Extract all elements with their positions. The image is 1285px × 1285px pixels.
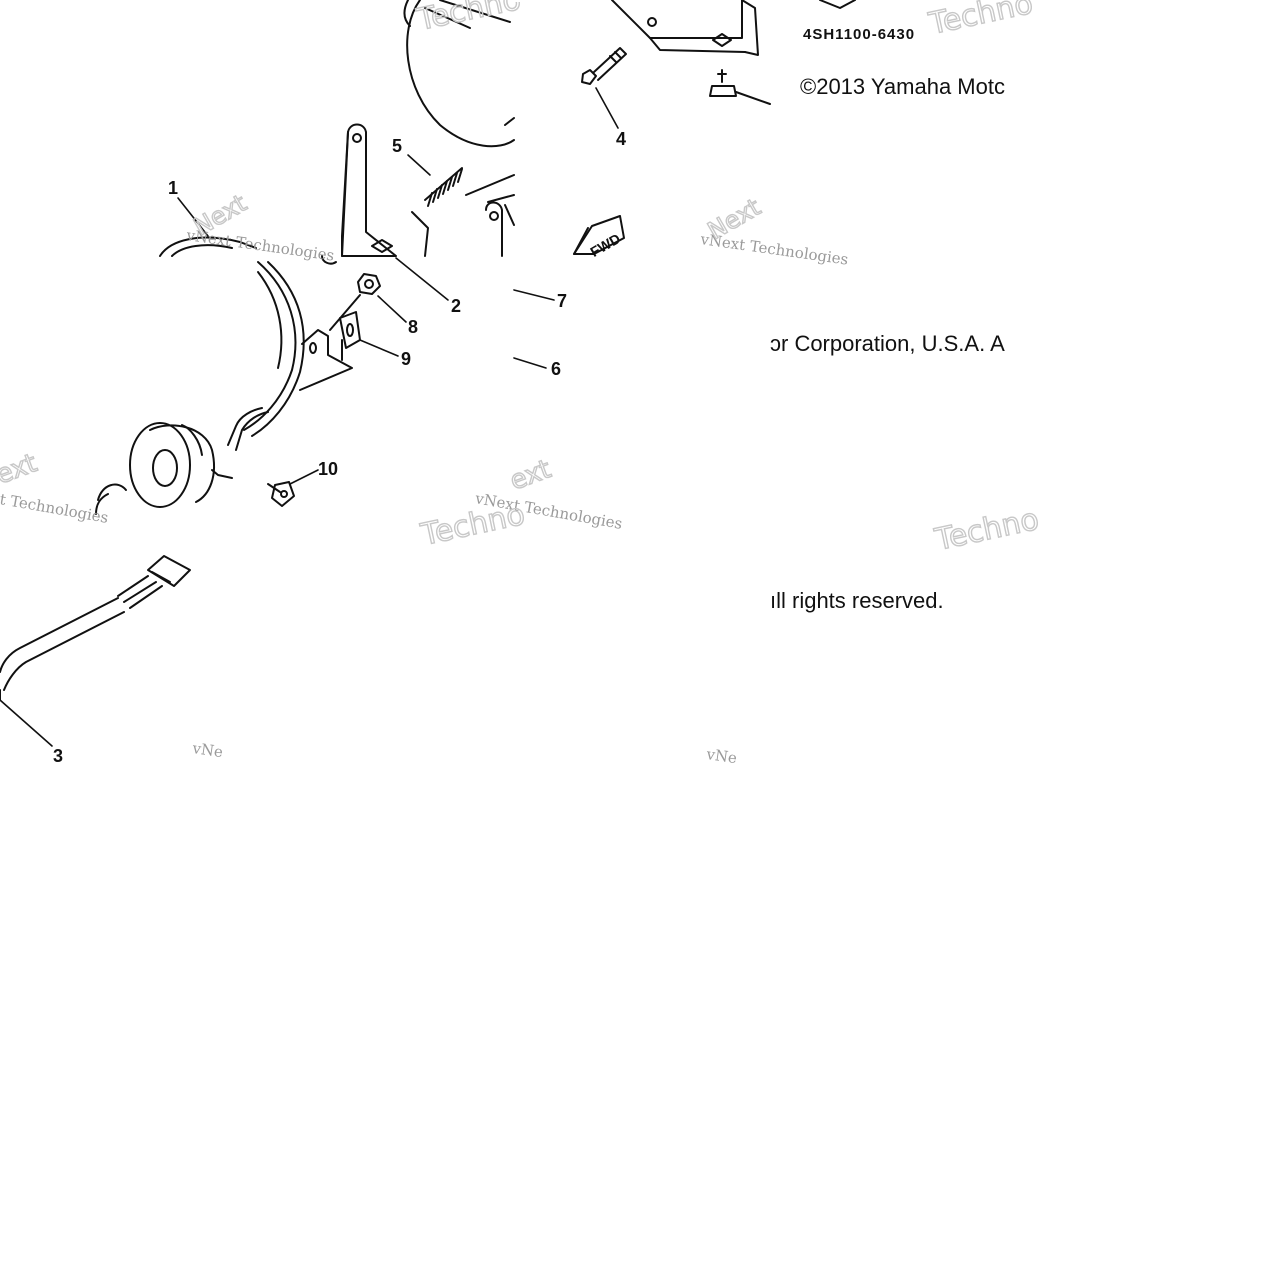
callout-10: 10 xyxy=(318,459,338,479)
callout-4: 4 xyxy=(616,129,626,149)
fwd-arrow-icon xyxy=(573,215,625,255)
callout-7: 7 xyxy=(557,291,567,311)
watermark-ext-left: ext xyxy=(0,448,41,490)
copyright-line-3: ıll rights reserved. xyxy=(770,588,944,613)
watermark-vnext-lower-left: vNext Technologies xyxy=(0,483,110,527)
side-plate xyxy=(485,201,515,257)
copyright-line-1: ©2013 Yamaha Motc xyxy=(800,74,1005,99)
watermark-tech-mid-left: Techno xyxy=(417,497,528,553)
callout-6: 6 xyxy=(551,359,561,379)
watermark-vne-bottom-right: vNe xyxy=(704,745,738,767)
watermarks: Techno Techno vNext Technologies vNext T… xyxy=(0,0,1043,767)
tile-masks xyxy=(514,0,522,2)
nut xyxy=(329,273,381,331)
headlight-shell xyxy=(243,261,305,437)
callout-9: 9 xyxy=(401,349,411,369)
wire-harness xyxy=(0,555,191,701)
watermark-techno-top-right: Techno xyxy=(925,0,1036,42)
mounting-bracket xyxy=(341,123,397,257)
watermark-ext-right: ext xyxy=(506,454,555,496)
callout-5: 5 xyxy=(392,136,402,156)
screw xyxy=(267,481,295,507)
adjusting-spring xyxy=(411,167,463,257)
part-code: 4SH1100-6430 xyxy=(803,26,915,43)
flange-bolt xyxy=(709,69,771,105)
fwd-label: FWD xyxy=(587,230,623,260)
clip xyxy=(339,311,361,361)
bolt xyxy=(581,47,627,85)
watermark-tech-mid-right: Techno xyxy=(931,502,1042,558)
watermark-techno-top-left: Techno xyxy=(413,0,524,38)
callout-3: 3 xyxy=(53,746,63,766)
copyright-line-2: ɔr Corporation, U.S.A. A xyxy=(770,331,1005,356)
bulb-socket xyxy=(129,407,269,508)
callout-8: 8 xyxy=(408,317,418,337)
headlight-lens xyxy=(159,236,337,265)
callout-numbers: 1 2 3 4 5 6 7 8 9 10 xyxy=(53,129,626,766)
mounting-tab xyxy=(299,329,353,391)
leader-lines xyxy=(0,87,619,747)
watermark-vne-bottom-left: vNe xyxy=(190,739,224,761)
right-bracket xyxy=(611,0,856,56)
callout-1: 1 xyxy=(168,178,178,198)
callout-2: 2 xyxy=(451,296,461,316)
headlight-housing xyxy=(403,0,515,203)
bulb xyxy=(95,483,127,515)
